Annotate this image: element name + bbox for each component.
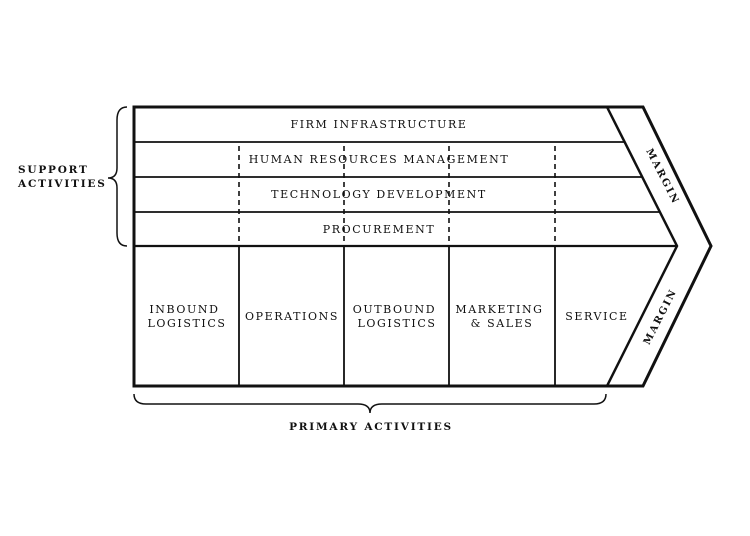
support-activities-label: SUPPORT ACTIVITIES bbox=[17, 164, 107, 190]
primary-activities-label: PRIMARY ACTIVITIES bbox=[289, 421, 453, 433]
dashed-column-lines bbox=[238, 146, 556, 246]
primary-cell-outbound-logistics: OUTBOUND LOGISTICS bbox=[353, 303, 442, 330]
support-activities-brace bbox=[107, 106, 128, 247]
support-row-procurement: PROCUREMENT bbox=[323, 223, 436, 236]
support-row-technology-development: TECHNOLOGY DEVELOPMENT bbox=[271, 188, 487, 201]
margin-label-upper: MARGIN bbox=[643, 147, 681, 207]
margin-label-lower: MARGIN bbox=[642, 287, 680, 347]
primary-cell-inbound-logistics: INBOUND LOGISTICS bbox=[147, 303, 226, 330]
primary-column-lines bbox=[238, 246, 556, 386]
support-row-firm-infrastructure: FIRM INFRASTRUCTURE bbox=[290, 118, 467, 131]
value-chain-outline bbox=[132, 105, 713, 388]
primary-cell-operations: OPERATIONS bbox=[245, 310, 339, 323]
support-row-human-resources: HUMAN RESOURCES MANAGEMENT bbox=[249, 153, 510, 166]
primary-cell-service: SERVICE bbox=[565, 310, 628, 323]
primary-cell-marketing-sales: MARKETING & SALES bbox=[455, 303, 548, 330]
primary-activities-brace bbox=[133, 393, 607, 414]
